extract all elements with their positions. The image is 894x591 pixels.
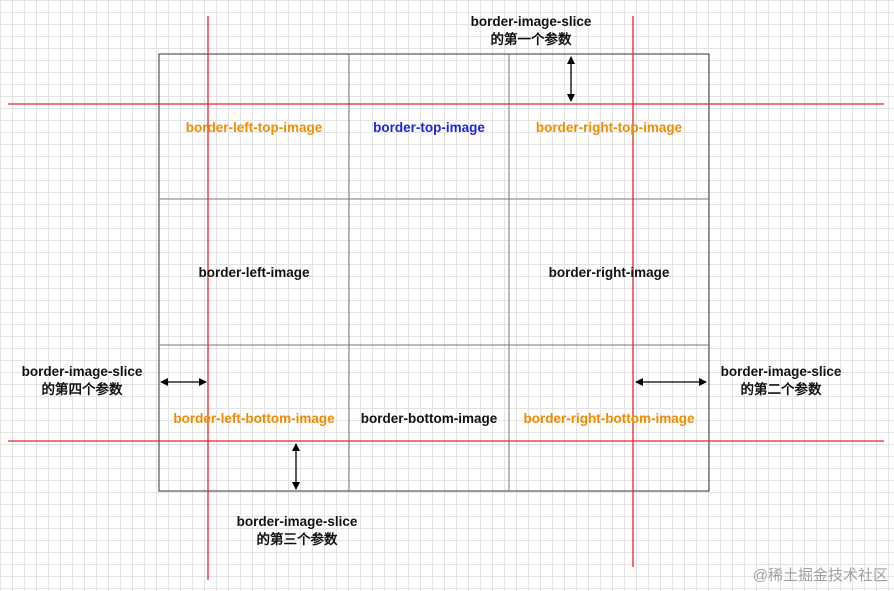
annotation-right-line2: 的第二个参数: [740, 382, 822, 397]
label-left-bottom: border-left-bottom-image: [173, 410, 335, 426]
label-right-top: border-right-top-image: [535, 119, 683, 135]
annotation-top-line1: border-image-slice: [470, 14, 592, 29]
label-right-bottom: border-right-bottom-image: [523, 410, 695, 426]
label-right: border-right-image: [548, 264, 670, 280]
label-bottom: border-bottom-image: [360, 410, 498, 426]
annotation-left-line1: border-image-slice: [21, 364, 143, 379]
annotation-right-line1: border-image-slice: [720, 364, 842, 379]
label-left-top: border-left-top-image: [185, 119, 323, 135]
watermark: @稀土掘金技术社区: [752, 567, 888, 584]
annotation-bottom-line2: 的第三个参数: [256, 532, 338, 547]
annotation-bottom-line1: border-image-slice: [236, 514, 358, 529]
annotation-left-line2: 的第四个参数: [41, 382, 123, 397]
annotation-top-line2: 的第一个参数: [490, 32, 572, 47]
label-top: border-top-image: [373, 119, 485, 135]
annotation-left: border-image-slice 的第四个参数: [7, 363, 157, 399]
label-left: border-left-image: [198, 264, 310, 280]
annotation-top: border-image-slice 的第一个参数: [456, 13, 606, 49]
annotation-right: border-image-slice 的第二个参数: [706, 363, 856, 399]
outer-box: [158, 53, 710, 492]
annotation-bottom: border-image-slice 的第三个参数: [222, 513, 372, 549]
